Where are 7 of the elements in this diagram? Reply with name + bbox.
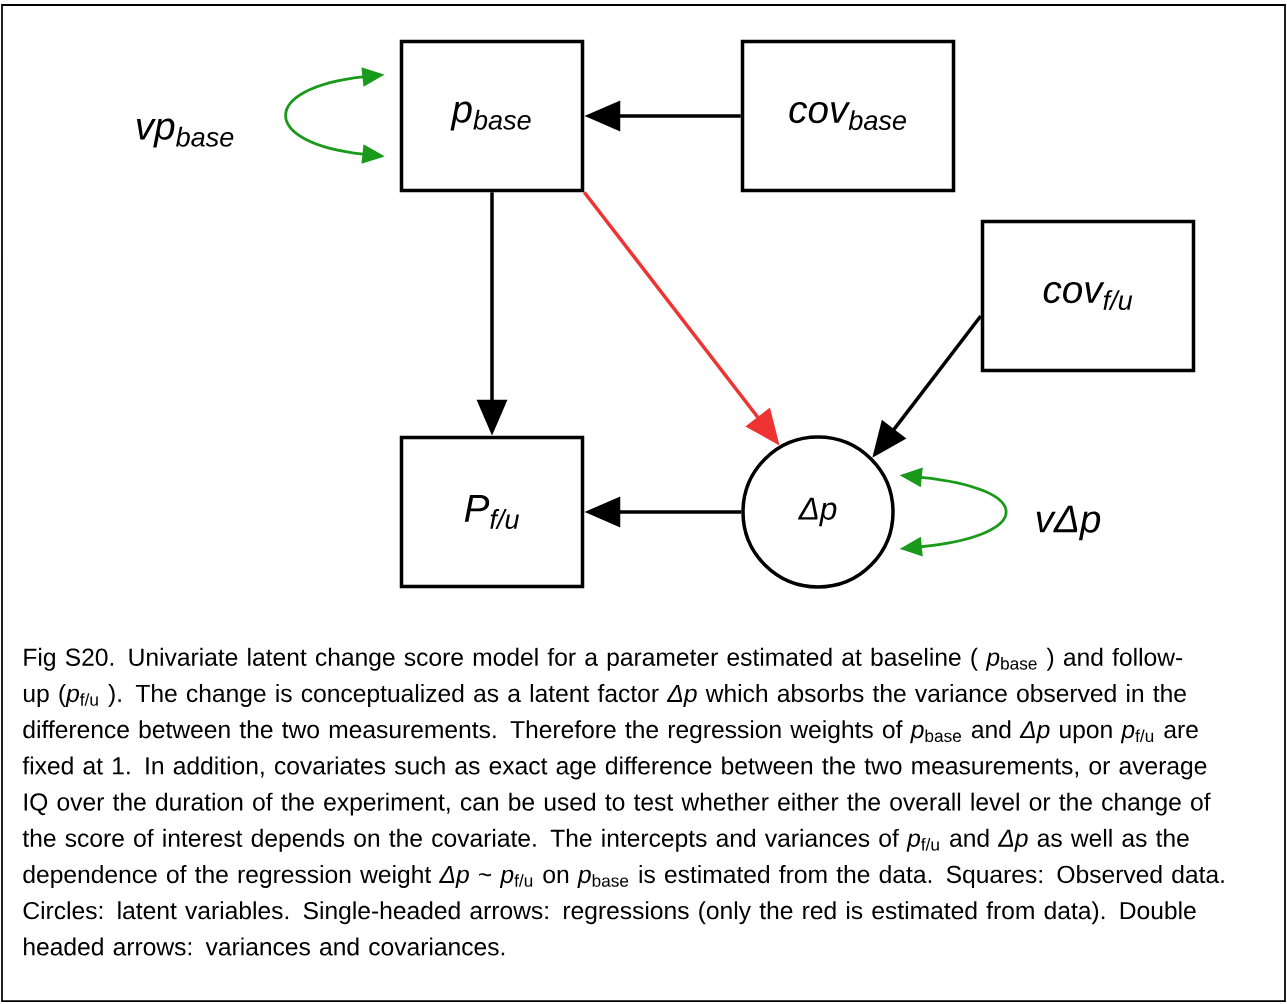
process-box: P$_{f/u}$ — [399, 435, 585, 589]
edge-label: vΔp — [1031, 502, 1105, 544]
caption: Fig S20. Univariate latent change score model for a parameter estimated at baseline ( p$_{base}$ ) and follow-up (p$_{f/u}$ ). The change is conceptualized as a latent factor Δp which absorbs the variance observed in the difference between the two measurements. Therefore the regression weights of p$_{base}$ and Δp upon p$_{f/u}$ are fixed at 1. In addition, covariates such as exact age difference between the two measurements, or average IQ over the duration of the experiment, can be used to test whether either the overall level or the change of the score of interest depends on the covariate. The intercepts and variances of p$_{f/u}$ and Δp as well as the dependence of the regression weight Δp ~ p$_{f/u}$ on p$_{base}$ is estimated from the data. Squares: Observed data. Circles: latent variables. Single-headed arrows: regressions (only the red is estimated from data). Double headed arrows: variances and covariances. — [22, 647, 1224, 956]
process-box: cov$_{base}$ — [740, 39, 956, 193]
process-box: p$_{base}$ — [399, 39, 585, 193]
process-box: cov$_{f/u}$ — [980, 219, 1196, 373]
edge-label: vp$_{base}$ — [131, 115, 239, 151]
